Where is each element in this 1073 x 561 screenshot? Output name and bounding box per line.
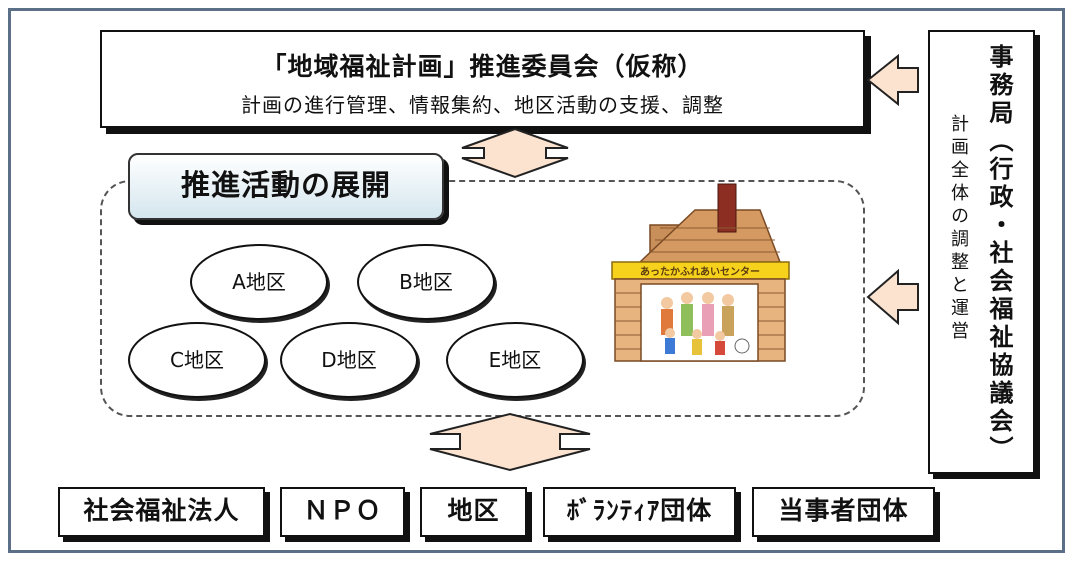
committee-title: 「地域福祉計画」推進委員会（仮称）	[261, 52, 704, 81]
org-social-welfare-corporation: 社会福祉法人	[58, 487, 265, 537]
district-a: A地区	[190, 244, 328, 320]
welfare-center-house-icon: あったかふれあいセンター	[611, 183, 790, 362]
district-b: B地区	[357, 244, 495, 320]
arrow-left-promotion-icon	[866, 268, 919, 326]
org-volunteer-groups: ﾎﾞﾗﾝﾃｨｱ団体	[543, 487, 736, 537]
org-district: 地区	[420, 487, 527, 537]
center-sign-text: あったかふれあいセンター	[640, 265, 760, 278]
promotion-title: 推進活動の展開	[128, 153, 444, 220]
arrow-left-committee-icon	[866, 53, 919, 107]
district-c: C地区	[128, 322, 266, 398]
office-title: 事務局（行政・社会福祉協議会）	[985, 44, 1013, 464]
double-arrow-top-icon	[461, 127, 569, 179]
double-arrow-bottom-icon	[429, 412, 591, 472]
office-subtitle: 計画全体の調整と運営	[948, 114, 969, 344]
district-e: E地区	[446, 322, 584, 398]
committee-subtitle: 計画の進行管理、情報集約、地区活動の支援、調整	[241, 93, 724, 117]
office-box: 事務局（行政・社会福祉協議会） 計画全体の調整と運営	[928, 30, 1035, 474]
diagram-frame	[8, 8, 1065, 553]
org-npo: ＮＰＯ	[280, 487, 405, 537]
district-d: D地区	[280, 322, 418, 398]
committee-box: 「地域福祉計画」推進委員会（仮称） 計画の進行管理、情報集約、地区活動の支援、調…	[100, 30, 865, 128]
promotion-area	[100, 180, 865, 417]
org-stakeholder-groups: 当事者団体	[752, 487, 935, 537]
